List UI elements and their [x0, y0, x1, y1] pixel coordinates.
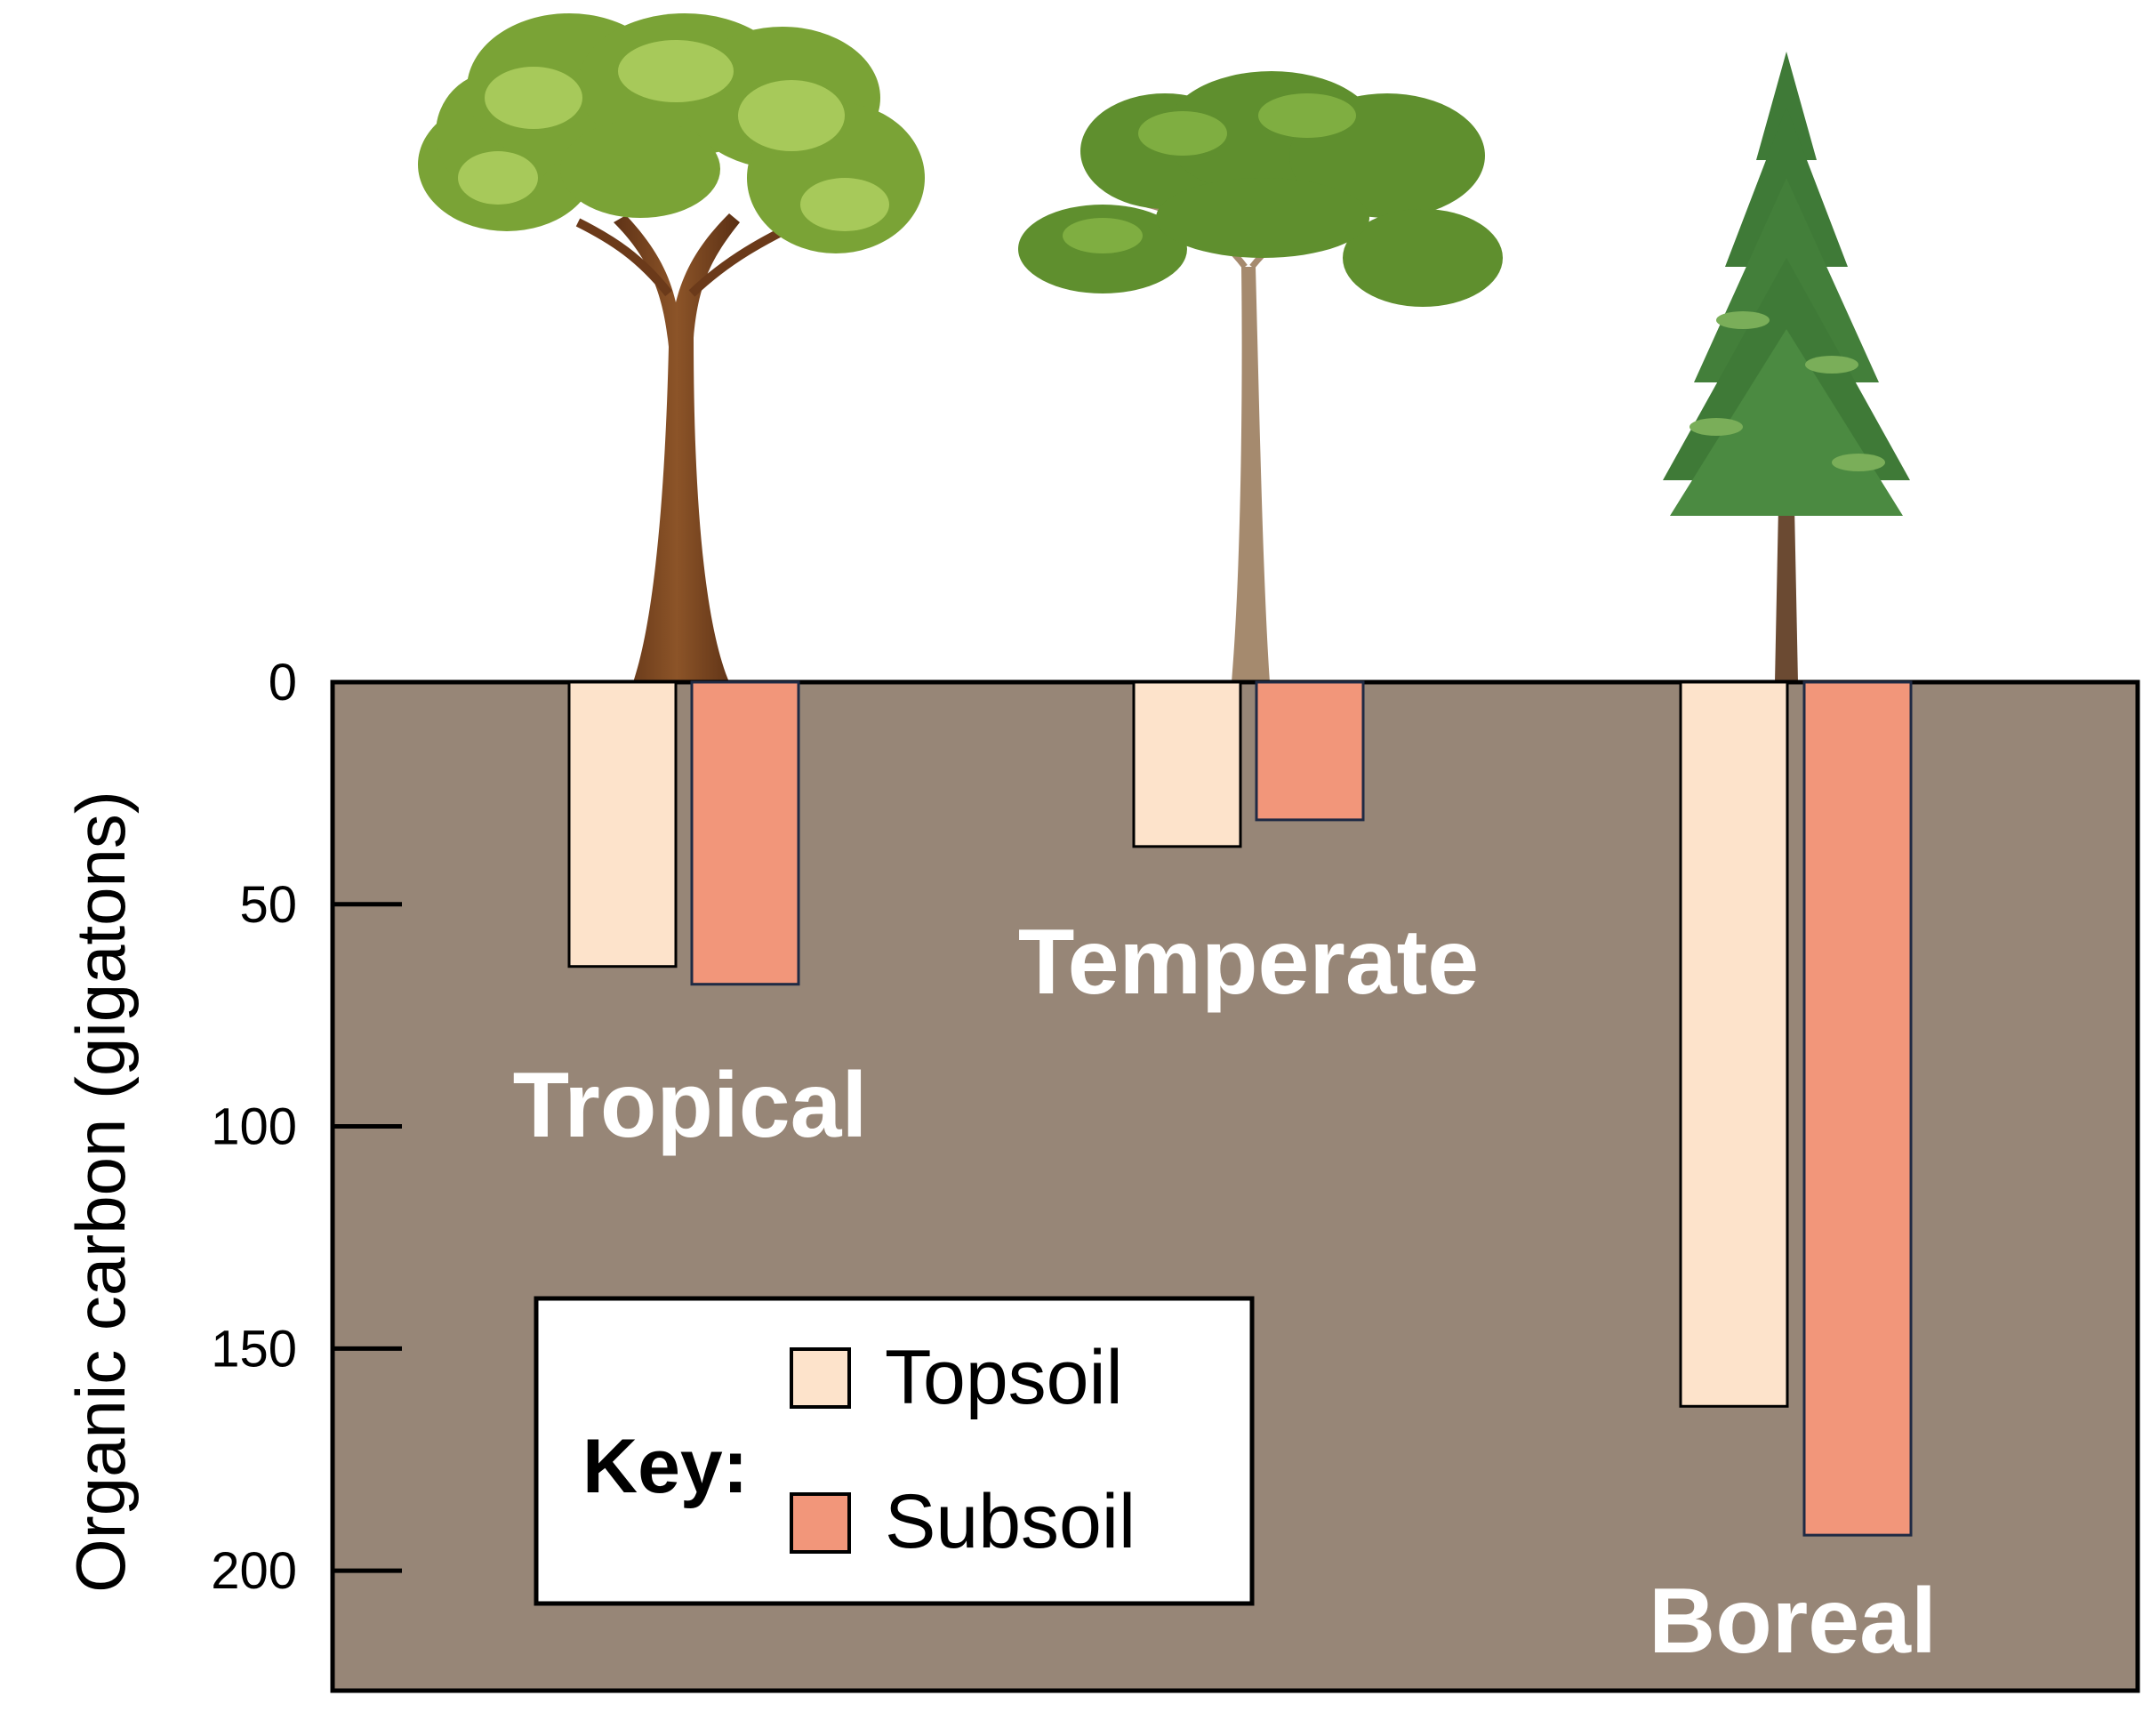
y-tick-label: 150: [211, 1320, 297, 1378]
category-label-temperate: Temperate: [1018, 911, 1479, 1014]
category-label-boreal: Boreal: [1649, 1570, 1937, 1673]
legend-title: Key:: [582, 1424, 748, 1509]
bar-boreal-subsoil: [1802, 680, 1913, 1537]
legend-swatch-topsoil: [790, 1347, 851, 1409]
bar-layer: [567, 680, 1913, 1537]
bar-boreal-topsoil: [1679, 680, 1789, 1408]
bar-tropical-subsoil: [690, 680, 800, 986]
legend-label-topsoil: Topsoil: [885, 1335, 1123, 1420]
temperate-tree-icon: [1018, 71, 1503, 682]
legend-label-subsoil: Subsoil: [885, 1479, 1136, 1564]
category-label-tropical: Tropical: [513, 1054, 868, 1157]
y-axis: 0 50 100 150 200: [211, 654, 402, 1600]
y-axis-title: Organic carbon (gigatons): [61, 791, 140, 1593]
bar-tropical-topsoil: [567, 680, 678, 968]
legend: Key: Topsoil Subsoil: [534, 1296, 1255, 1606]
bar-temperate-subsoil: [1255, 680, 1365, 822]
legend-box: [534, 1296, 1255, 1606]
y-tick-label: 0: [269, 654, 297, 711]
y-tick-label: 100: [211, 1098, 297, 1156]
tropical-tree-icon: [418, 13, 925, 682]
bar-temperate-topsoil: [1132, 680, 1242, 848]
y-tick-label: 200: [211, 1542, 297, 1600]
legend-swatch-subsoil: [790, 1492, 851, 1554]
y-tick-label: 50: [239, 876, 297, 934]
boreal-conifer-icon: [1663, 52, 1910, 682]
